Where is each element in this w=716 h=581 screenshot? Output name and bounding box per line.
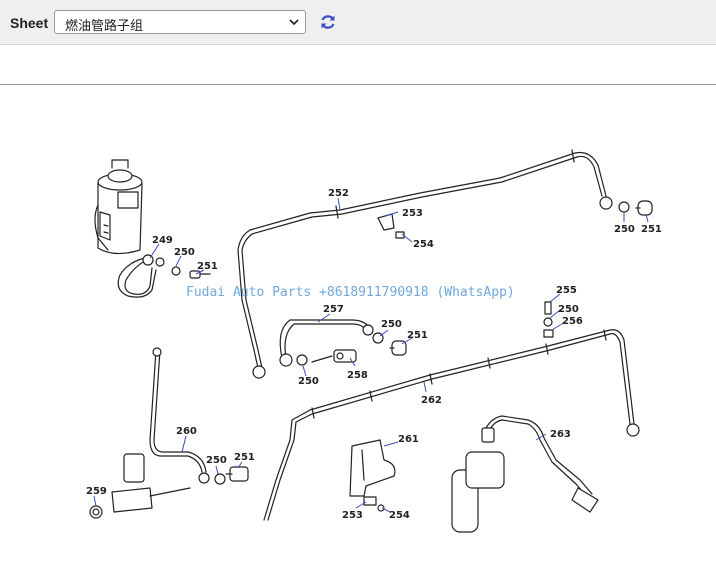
fuel-pipe-260 bbox=[149, 347, 210, 484]
callout-251a: 251 bbox=[197, 261, 218, 272]
callout-250a: 250 bbox=[174, 247, 195, 258]
fuel-pump-263 bbox=[451, 415, 599, 533]
bolt-251b bbox=[635, 200, 653, 216]
screw-256 bbox=[543, 329, 554, 338]
callout-253a: 253 bbox=[402, 208, 423, 219]
callout-260: 260 bbox=[176, 426, 197, 437]
chevron-down-icon bbox=[289, 19, 299, 26]
washer-250c bbox=[543, 317, 553, 327]
fuel-pipe-257 bbox=[279, 319, 374, 367]
washer-250e bbox=[296, 354, 308, 366]
callout-251c: 251 bbox=[407, 330, 428, 341]
fuel-pipe-262 bbox=[263, 329, 640, 521]
clip-253a bbox=[377, 213, 395, 231]
callout-263: 263 bbox=[550, 429, 571, 440]
washer-250f bbox=[214, 473, 226, 485]
sheet-select[interactable]: 燃油管路子组 bbox=[54, 10, 306, 34]
callout-258: 258 bbox=[347, 370, 368, 381]
fuel-filter-housing bbox=[94, 159, 143, 255]
screw-254b bbox=[377, 504, 385, 512]
callout-262: 262 bbox=[421, 395, 442, 406]
callout-251d: 251 bbox=[234, 452, 255, 463]
parts-diagram: 249 250 251 252 253 254 250 251 255 250 … bbox=[86, 149, 662, 533]
callout-250d: 250 bbox=[381, 319, 402, 330]
callout-252: 252 bbox=[328, 188, 349, 199]
fuel-pipe-252 bbox=[237, 149, 613, 379]
clip-253b bbox=[363, 496, 377, 506]
callout-250c: 250 bbox=[558, 304, 579, 315]
callout-256: 256 bbox=[562, 316, 583, 327]
callout-255: 255 bbox=[556, 285, 577, 296]
callout-254a: 254 bbox=[413, 239, 434, 250]
callout-250e: 250 bbox=[298, 376, 319, 387]
toolbar: Sheet 燃油管路子组 bbox=[0, 0, 716, 45]
fitting-258 bbox=[311, 349, 357, 363]
bolt-251c bbox=[389, 340, 407, 356]
sheet-label: Sheet bbox=[10, 15, 49, 31]
washer-250a bbox=[171, 266, 181, 276]
callout-254b: 254 bbox=[389, 510, 410, 521]
callout-257: 257 bbox=[323, 304, 344, 315]
callout-259: 259 bbox=[86, 486, 107, 497]
washer-250b bbox=[618, 201, 630, 213]
callout-253b: 253 bbox=[342, 510, 363, 521]
washer-250d bbox=[372, 332, 384, 344]
divider bbox=[0, 84, 716, 85]
hose-249 bbox=[117, 254, 165, 298]
callout-250f: 250 bbox=[206, 455, 227, 466]
callout-249: 249 bbox=[152, 235, 173, 246]
bracket-261 bbox=[349, 439, 396, 497]
fuel-pump-259 bbox=[89, 453, 191, 519]
bolt-255 bbox=[544, 301, 552, 315]
callout-250b: 250 bbox=[614, 224, 635, 235]
sheet-select-value: 燃油管路子组 bbox=[65, 19, 144, 34]
callout-261: 261 bbox=[398, 434, 419, 445]
callout-251b: 251 bbox=[641, 224, 662, 235]
watermark-text: Fudai Auto Parts +8618911790918 (WhatsAp… bbox=[186, 285, 515, 300]
fitting-251d bbox=[225, 466, 249, 482]
refresh-icon[interactable] bbox=[318, 12, 338, 32]
